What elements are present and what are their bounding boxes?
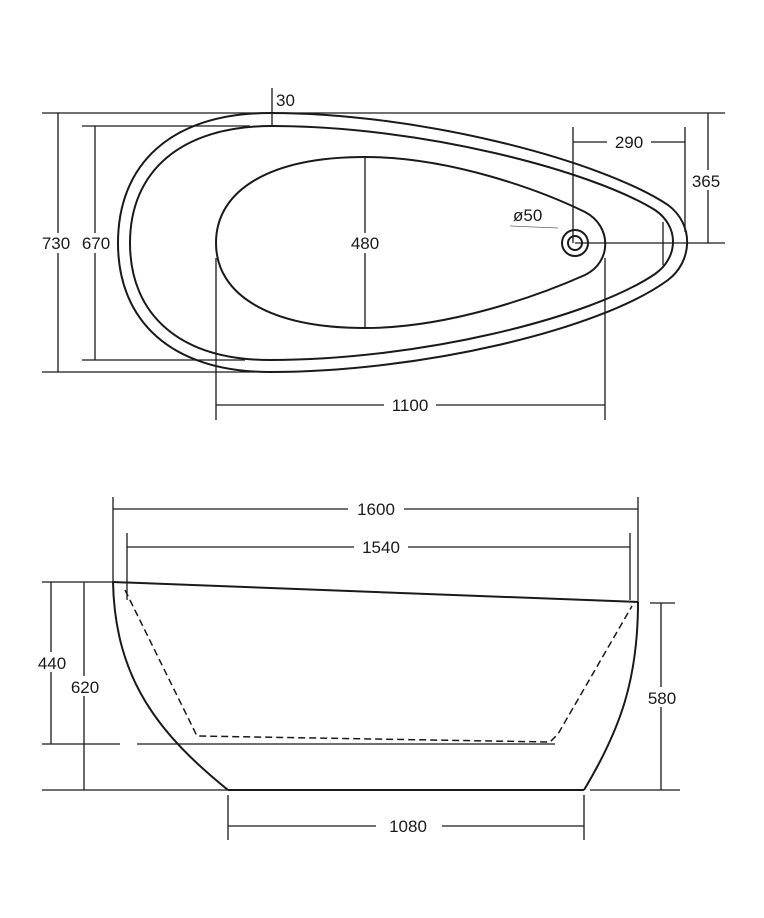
dim-label-440: 440	[38, 654, 66, 673]
outer-rim-outline	[116, 111, 689, 374]
side-view: 1600 1540 440 620 580 1080	[33, 497, 682, 840]
dim-label-1080: 1080	[389, 817, 427, 836]
inner-rim-outline	[128, 124, 674, 362]
right-wall-curve	[583, 601, 639, 791]
dim-label-670: 670	[82, 234, 110, 253]
dim-label-1540: 1540	[362, 538, 400, 557]
dim-label-620: 620	[71, 678, 99, 697]
dim-label-290: 290	[615, 133, 643, 152]
leader-line-drain	[509, 225, 559, 229]
dim-label-365: 365	[692, 172, 720, 191]
left-wall-curve	[112, 581, 229, 791]
dim-label-1100: 1100	[392, 396, 429, 415]
basin-outline	[214, 155, 607, 330]
dim-label-580: 580	[648, 689, 676, 708]
top-view: 730 670 30 480 1100 290 365 ø50	[36, 88, 728, 420]
dim-label-drain-diameter: ø50	[513, 206, 542, 225]
dim-label-730: 730	[42, 234, 70, 253]
dim-label-1600: 1600	[357, 500, 395, 519]
inner-basin-dashed	[124, 589, 633, 743]
dim-label-480: 480	[351, 234, 379, 253]
dim-label-30: 30	[276, 91, 295, 110]
rim-top-line	[112, 581, 639, 603]
